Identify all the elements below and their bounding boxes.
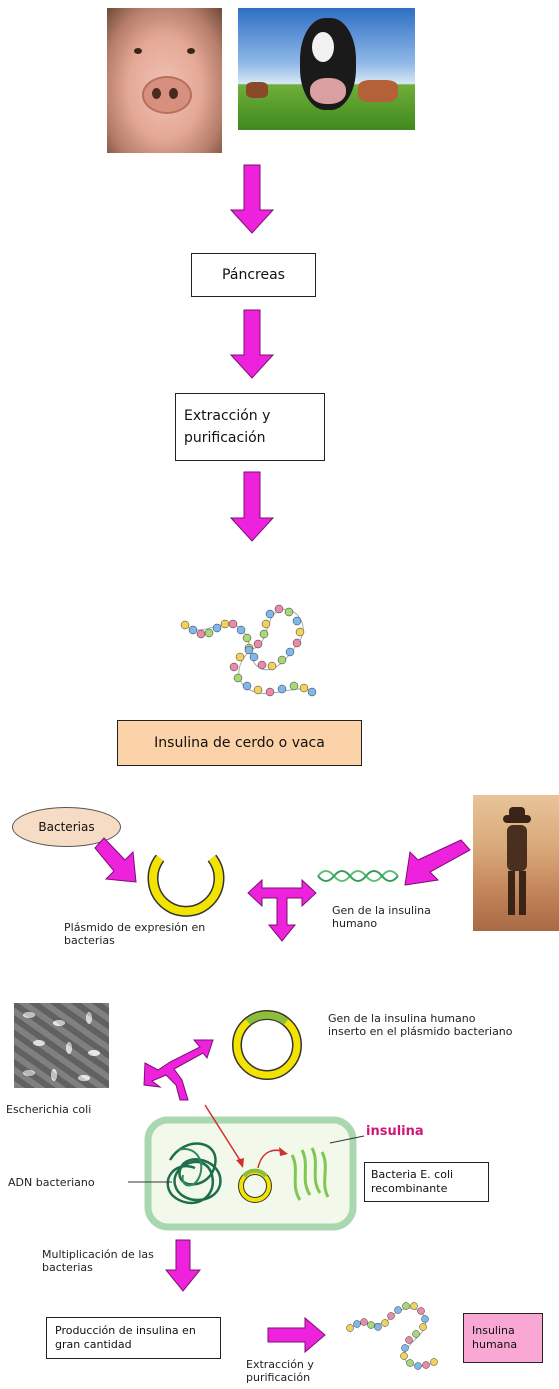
merge-arrow-2 <box>143 1039 214 1101</box>
human-insulin-box: Insulina humana <box>463 1313 543 1363</box>
gene-inserted-label: Gen de la insulina humano inserto en el … <box>328 1012 513 1038</box>
bacteria-label: Bacterias <box>38 820 95 834</box>
arrow-right-1 <box>267 1316 326 1354</box>
multiplication-label: Multiplicación de las bacterias <box>42 1248 154 1274</box>
bacterial-cell <box>128 1104 365 1231</box>
dna-helix-icon <box>317 870 399 882</box>
gene-label: Gen de la insulina humano <box>332 904 431 930</box>
insulin-chain-icon-2 <box>346 1302 438 1370</box>
recombinant-plasmid-icon <box>232 1010 302 1080</box>
arrow-down-3 <box>229 471 275 542</box>
recombinant-box: Bacteria E. coli recombinante <box>364 1162 489 1202</box>
adn-label: ADN bacteriano <box>8 1176 95 1189</box>
pancreas-label: Páncreas <box>222 267 285 283</box>
animal-insulin-box: Insulina de cerdo o vaca <box>117 720 362 766</box>
cowboy-photo <box>473 795 559 931</box>
pancreas-box: Páncreas <box>191 253 316 297</box>
animal-insulin-label: Insulina de cerdo o vaca <box>154 735 325 751</box>
ecoli-label: Escherichia coli <box>6 1103 92 1116</box>
arrow-down-2 <box>229 309 275 379</box>
production-box: Producción de insulina en gran cantidad <box>46 1317 221 1359</box>
merge-arrow-1 <box>247 878 317 942</box>
insulina-label: insulina <box>366 1124 424 1139</box>
pig-photo <box>107 8 222 153</box>
cow-photo <box>238 8 415 130</box>
extraction-box: Extracción y purificación <box>175 393 325 461</box>
arrow-down-4 <box>164 1239 202 1292</box>
ecoli-micrograph <box>14 1003 109 1088</box>
human-insulin-label: Insulina humana <box>472 1324 518 1351</box>
plasmid-icon <box>147 854 225 917</box>
extraction-small-label: Extracción y purificación <box>246 1358 314 1384</box>
arrow-down-1 <box>229 164 275 234</box>
arrow-bacteria-to-plasmid <box>94 837 137 883</box>
insulin-chain-icon <box>180 604 317 697</box>
arrow-cowboy-to-gene <box>404 839 471 886</box>
extraction-label: Extracción y purificación <box>184 408 271 446</box>
plasmid-label: Plásmido de expresión en bacterias <box>64 921 206 947</box>
production-label: Producción de insulina en gran cantidad <box>55 1324 196 1351</box>
recombinant-label: Bacteria E. coli recombinante <box>371 1168 454 1195</box>
